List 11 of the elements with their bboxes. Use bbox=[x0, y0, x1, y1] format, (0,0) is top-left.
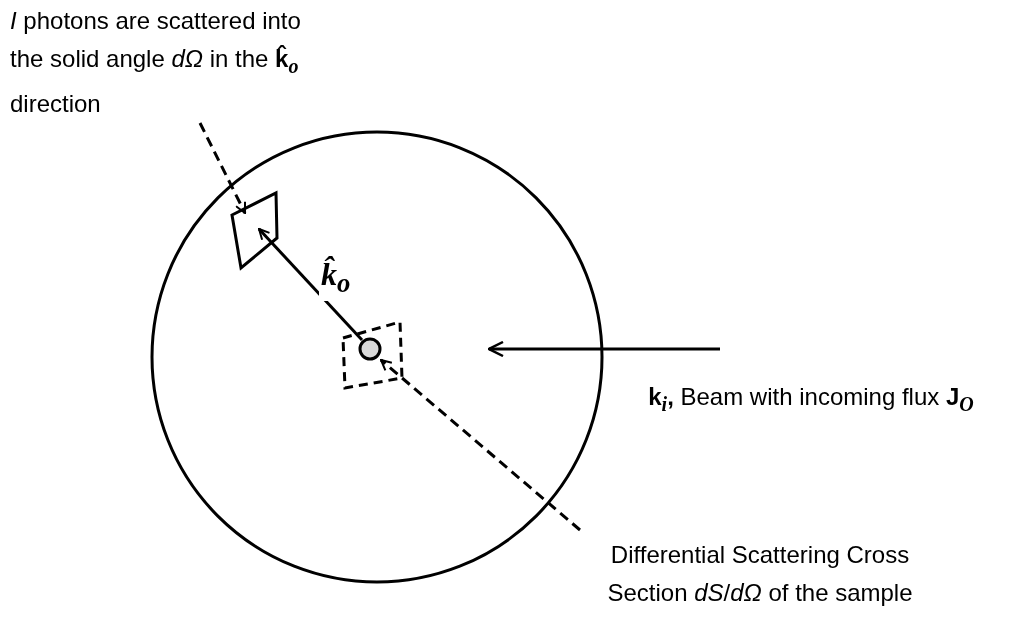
edge-label: k̂$_{o}$ bbox=[319, 256, 353, 302]
annotation-text: Differential Scattering Cross Section dS/dΩ of the sample bbox=[590, 536, 930, 612]
sample-circle bbox=[358, 337, 382, 361]
beam-label: k$_{i}$, Beam with incoming flux J$_{O}$ bbox=[647, 382, 975, 417]
leader-arrow bbox=[380, 358, 581, 532]
arrow bbox=[257, 228, 364, 341]
sphere-circle bbox=[150, 130, 604, 584]
callout-text: I photons are scattered into the solid angle dΩ in the k̂$_{o}$ direction bbox=[10, 2, 332, 123]
dashed-sample-area bbox=[341, 320, 404, 390]
leader-arrow bbox=[198, 122, 247, 214]
solid-angle-patch bbox=[230, 191, 279, 270]
